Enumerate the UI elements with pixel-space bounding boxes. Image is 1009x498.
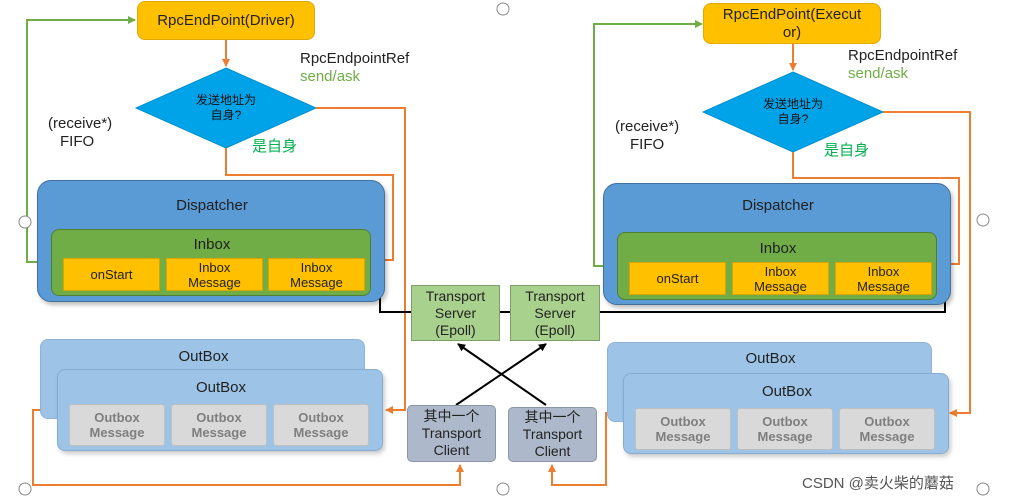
receive-label-left: (receive*)	[48, 115, 113, 132]
inbox-item-onstart-right: onStart	[629, 262, 726, 295]
inbox-item-label: Inbox Message	[188, 259, 241, 290]
inbox-message-right-2: Inbox Message	[835, 262, 932, 295]
rpc-endpoint-driver: RpcEndPoint(Driver)	[137, 1, 315, 40]
outbox-item-label: Outbox Message	[757, 414, 813, 444]
transport-server-left: Transport Server (Epoll)	[411, 285, 500, 341]
connector-handle	[976, 482, 990, 496]
outbox-back-title-left: OutBox	[178, 348, 229, 365]
decision-text-right: 发送地址为 自身?	[762, 97, 823, 126]
inbox-item-label: Inbox Message	[290, 259, 343, 290]
transport-server-right: Transport Server (Epoll)	[510, 285, 600, 341]
arrow-no-to-outbox-right	[883, 111, 971, 417]
outbox-item-label: Outbox Message	[191, 410, 247, 440]
transport-client-label: 其中一个 Transport Client	[421, 408, 482, 458]
outbox-item-label: Outbox Message	[89, 410, 145, 440]
connector-handle	[496, 2, 510, 16]
rpc-endpoint-ref-label: RpcEndpointRef	[848, 47, 958, 64]
connector-handle	[496, 482, 510, 496]
outbox-front-title-right: OutBox	[761, 383, 813, 400]
inbox-message-left-2: Inbox Message	[268, 258, 365, 291]
inbox-item-label: onStart	[656, 271, 699, 286]
connector-handle	[976, 213, 990, 227]
inbox-item-label: Inbox Message	[754, 263, 807, 294]
outbox-message-left-3: Outbox Message	[273, 404, 369, 446]
inbox-message-right-1: Inbox Message	[732, 262, 829, 295]
transport-server-label: Transport Server (Epoll)	[425, 287, 486, 338]
decision-text-left: 发送地址为 自身?	[195, 93, 256, 122]
outbox-message-left-2: Outbox Message	[171, 404, 267, 446]
outbox-message-left-1: Outbox Message	[69, 404, 165, 446]
dispatcher-title-left: Dispatcher	[176, 197, 248, 214]
transport-client-left: 其中一个 Transport Client	[407, 405, 496, 462]
outbox-item-label: Outbox Message	[655, 414, 711, 444]
inbox-title-right: Inbox	[759, 240, 797, 257]
transport-server-label: Transport Server (Epoll)	[525, 287, 585, 338]
inbox-item-label: Inbox Message	[857, 263, 910, 294]
inbox-item-onstart-left: onStart	[63, 258, 160, 291]
outbox-message-right-2: Outbox Message	[737, 408, 833, 450]
outbox-back-title-right: OutBox	[745, 350, 796, 367]
inbox-title-left: Inbox	[193, 236, 231, 253]
send-ask-label: send/ask	[848, 65, 909, 82]
outbox-item-label: Outbox Message	[293, 410, 349, 440]
outbox-message-right-1: Outbox Message	[635, 408, 731, 450]
receive-label-right: (receive*)	[615, 118, 680, 135]
arrow-client-right-to-server-left	[457, 343, 547, 406]
inbox-message-left-1: Inbox Message	[166, 258, 263, 291]
fifo-label-right: FIFO	[630, 136, 665, 153]
yes-self-label-left: 是自身	[252, 138, 298, 155]
arrow-yes-to-inbox-left	[225, 148, 394, 264]
rpc-endpoint-executor-label: RpcEndPoint(Execut or)	[722, 5, 862, 41]
outbox-front-title-left: OutBox	[195, 379, 247, 396]
arrow-yes-to-inbox-right	[792, 152, 960, 268]
connector-handle	[18, 482, 32, 496]
yes-self-label-right: 是自身	[824, 142, 870, 159]
connector-handle	[18, 215, 32, 229]
transport-client-right: 其中一个 Transport Client	[508, 407, 597, 462]
rpc-endpoint-ref-right: RpcEndpointRef send/ask	[848, 47, 988, 83]
fifo-label-left: FIFO	[60, 133, 95, 150]
watermark: CSDN @卖火柴的蘑菇	[802, 475, 954, 492]
transport-client-label: 其中一个 Transport Client	[522, 409, 583, 459]
outbox-message-right-3: Outbox Message	[839, 408, 935, 450]
arrow-no-to-outbox-left	[316, 107, 406, 414]
outbox-item-label: Outbox Message	[859, 414, 915, 444]
rpc-endpoint-driver-label: RpcEndPoint(Driver)	[157, 11, 295, 29]
rpc-endpoint-executor: RpcEndPoint(Execut or)	[703, 3, 881, 44]
rpc-endpoint-ref-left: RpcEndpointRef send/ask	[300, 50, 440, 86]
inbox-item-label: onStart	[90, 267, 133, 282]
send-ask-label: send/ask	[300, 68, 361, 85]
dispatcher-title-right: Dispatcher	[742, 197, 814, 214]
rpc-endpoint-ref-label: RpcEndpointRef	[300, 50, 410, 67]
